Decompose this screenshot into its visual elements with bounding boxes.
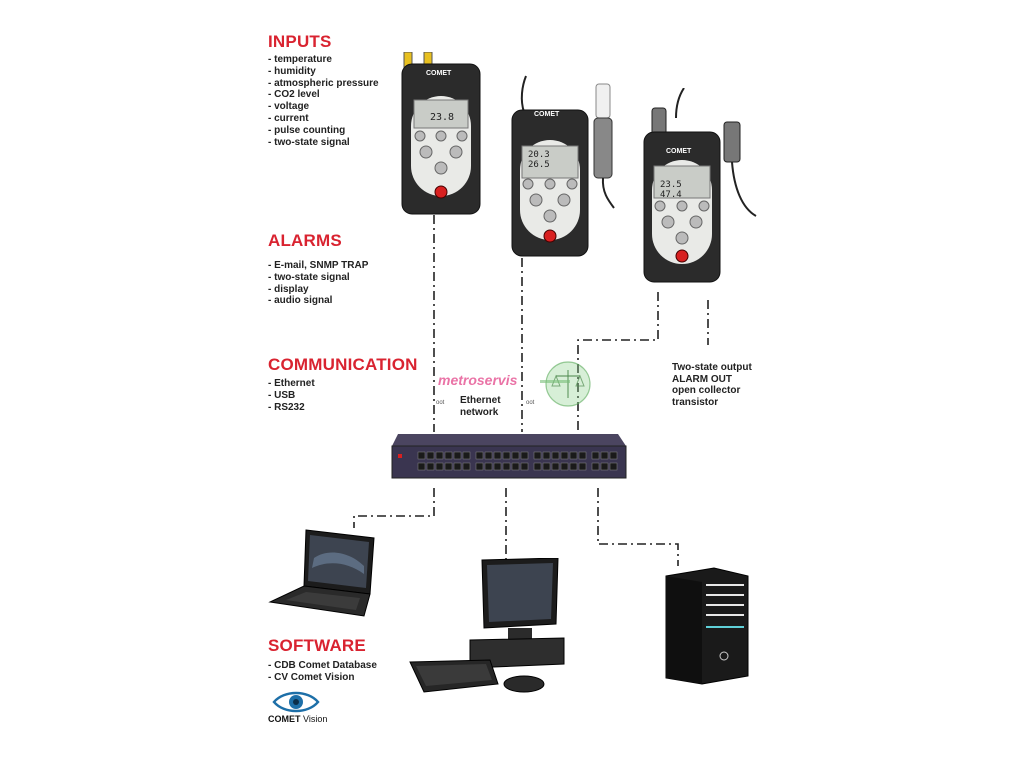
device-1-reading: 23.8 <box>430 112 455 123</box>
device-1-brand: COMET <box>426 70 452 77</box>
tick-label: oot <box>526 400 535 406</box>
comet-vision-eye-icon <box>272 691 320 713</box>
ethernet-network-label: Ethernet network <box>460 395 501 418</box>
list-item: - two-state signal <box>268 271 350 283</box>
communication-heading: COMMUNICATION <box>268 355 418 374</box>
inputs-heading: INPUTS <box>268 32 332 51</box>
laptop <box>268 529 375 617</box>
list-item: - E-mail, SNMP TRAP <box>268 260 369 271</box>
link-switch-laptop <box>353 488 435 528</box>
device-1 <box>401 52 481 215</box>
list-item: - voltage <box>268 101 310 113</box>
software-list: - CDB Comet Database - CV Comet Vision <box>268 660 377 684</box>
list-item: - current <box>268 112 309 124</box>
list-item: - USB <box>268 389 296 401</box>
comet-vision-logo-text: COMET Vision <box>268 714 328 724</box>
network-switch <box>391 434 627 479</box>
list-item: - CO2 level <box>268 89 320 101</box>
watermark-text: metroservis <box>438 372 518 388</box>
communication-list: - Ethernet - USB - RS232 <box>268 378 315 413</box>
alarms-list: - E-mail, SNMP TRAP - two-state signal -… <box>268 260 368 307</box>
list-item: - two-state signal <box>268 136 350 148</box>
link-switch-server <box>597 488 679 566</box>
list-item: - temperature <box>268 54 332 65</box>
list-item: - pulse counting <box>268 124 346 136</box>
desktop-computer <box>409 558 565 693</box>
server-tower <box>665 567 749 685</box>
list-item: - audio signal <box>268 295 333 307</box>
list-item: - atmospheric pressure <box>268 77 379 89</box>
software-heading: SOFTWARE <box>268 636 366 655</box>
device-2-readings: 20.3 26.5 <box>528 150 550 170</box>
device-3-brand: COMET <box>666 148 692 155</box>
list-item: - humidity <box>268 65 316 77</box>
list-item: - Ethernet <box>268 378 315 389</box>
device-3-readings: 23.5 47.4 <box>660 180 682 200</box>
watermark-scale-icon <box>540 361 591 407</box>
alarms-heading: ALARMS <box>268 231 342 250</box>
inputs-list: - temperature - humidity - atmospheric p… <box>268 54 379 148</box>
list-item: - CDB Comet Database <box>268 660 377 671</box>
list-item: - display <box>268 283 309 295</box>
list-item: - RS232 <box>268 401 305 413</box>
device-2 <box>511 75 615 257</box>
alarm-output-label: Two-state output ALARM OUT open collecto… <box>672 362 752 408</box>
list-item: - CV Comet Vision <box>268 671 355 683</box>
device-2-brand: COMET <box>534 111 560 118</box>
device-3 <box>643 88 757 283</box>
tick-label: oot <box>436 400 445 406</box>
